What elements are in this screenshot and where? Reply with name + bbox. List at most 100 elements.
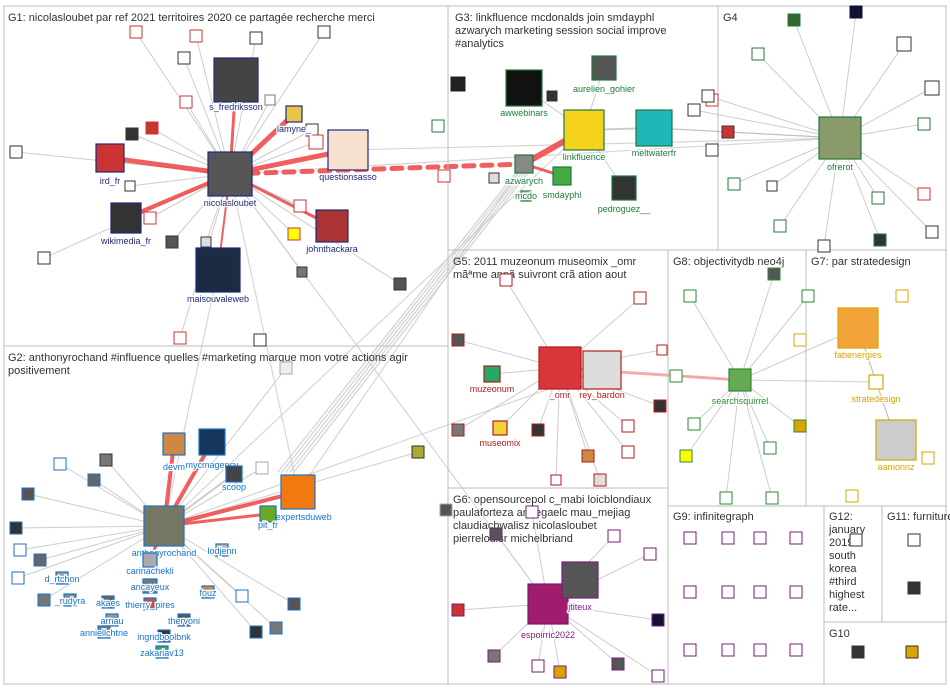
node-avatar[interactable] [582, 350, 622, 390]
node-avatar[interactable] [285, 105, 303, 123]
node-avatar[interactable] [327, 129, 369, 171]
node-lesexpertsduweb[interactable]: lesexpertsduweb [263, 474, 333, 523]
node-ofrerot[interactable]: ofrerot [818, 116, 862, 173]
node-avatar[interactable] [177, 613, 191, 627]
node-avatar[interactable] [215, 543, 229, 557]
minor-node[interactable] [753, 531, 767, 545]
node-avatar[interactable] [162, 432, 186, 456]
node-avatar[interactable] [225, 465, 243, 483]
node-scoop[interactable]: scoop [221, 465, 247, 493]
node-avatar[interactable] [63, 593, 77, 607]
node-avatar[interactable] [728, 368, 752, 392]
minor-node[interactable] [200, 236, 212, 248]
minor-node[interactable] [773, 219, 787, 233]
minor-node[interactable] [165, 235, 179, 249]
node-d-rtchon[interactable]: d_rtchon [43, 571, 81, 585]
minor-node[interactable] [279, 361, 293, 375]
node-wikimedia-fr[interactable]: wikimedia_fr [99, 202, 152, 247]
node-avatar[interactable] [520, 190, 532, 202]
minor-node[interactable] [53, 457, 67, 471]
minor-node[interactable] [766, 180, 778, 192]
node-avatar[interactable] [563, 109, 605, 151]
minor-node[interactable] [308, 134, 324, 150]
minor-node[interactable] [767, 267, 781, 281]
minor-node[interactable] [683, 289, 697, 303]
node-avatar[interactable] [868, 374, 884, 390]
node-avatar[interactable] [142, 552, 158, 568]
minor-node[interactable] [546, 90, 558, 102]
minor-node[interactable] [849, 5, 863, 19]
node-avatar[interactable] [483, 365, 501, 383]
node-pedroguez--[interactable]: pedroguez__ [596, 175, 653, 215]
node-devm[interactable]: devm [162, 432, 186, 473]
node-anniellchtne[interactable]: anniellchtne [79, 625, 129, 639]
node-ird-fr[interactable]: ird_fr [95, 143, 125, 187]
minor-node[interactable] [924, 80, 940, 96]
node-azwarych[interactable]: azwarych [504, 154, 544, 187]
minor-node[interactable] [651, 669, 665, 683]
minor-node[interactable] [753, 585, 767, 599]
minor-node[interactable] [651, 613, 665, 627]
node-avatar[interactable] [55, 571, 69, 585]
minor-node[interactable] [393, 277, 407, 291]
node-avatar[interactable] [198, 428, 226, 456]
node-s-fredriksson[interactable]: s_fredriksson [208, 57, 264, 113]
node-smdayphl[interactable]: smdayphl [541, 166, 583, 201]
minor-node[interactable] [793, 419, 807, 433]
node-avatar[interactable] [143, 505, 185, 547]
node-museomix[interactable]: museomix [478, 420, 522, 449]
node-rey-bardon[interactable]: rey_bardon [578, 350, 626, 401]
node-mycmagency[interactable]: mycmagency [184, 428, 240, 471]
node-avatar[interactable] [207, 151, 253, 197]
minor-node[interactable] [721, 531, 735, 545]
minor-node[interactable] [264, 94, 276, 106]
minor-node[interactable] [851, 645, 865, 659]
node-meltwaterfr[interactable]: meltwaterfr [630, 109, 678, 159]
minor-node[interactable] [873, 233, 887, 247]
node-avatar[interactable] [95, 143, 125, 173]
node-avatar[interactable] [561, 561, 599, 599]
node-muzeonum[interactable]: muzeonum [468, 365, 516, 395]
node-pit-fr[interactable]: pit_fr [257, 505, 279, 531]
node-thierry-pires[interactable]: thierry_pires [124, 597, 177, 611]
node-espoirric2022[interactable]: espoirric2022 [520, 583, 576, 641]
minor-node[interactable] [21, 487, 35, 501]
minor-node[interactable] [917, 117, 931, 131]
minor-node[interactable] [917, 187, 931, 201]
minor-node[interactable] [683, 643, 697, 657]
minor-node[interactable] [611, 657, 625, 671]
minor-node[interactable] [437, 169, 451, 183]
minor-node[interactable] [553, 665, 567, 679]
minor-node[interactable] [871, 191, 885, 205]
node-arnau[interactable]: arnau [99, 613, 125, 627]
minor-node[interactable] [653, 399, 667, 413]
minor-node[interactable] [683, 585, 697, 599]
node-maisouvaleweb[interactable]: maisouvaleweb [186, 247, 250, 305]
minor-node[interactable] [621, 445, 635, 459]
node-fouz[interactable]: fouz [198, 585, 218, 599]
minor-node[interactable] [763, 441, 777, 455]
minor-node[interactable] [287, 227, 301, 241]
minor-node[interactable] [721, 585, 735, 599]
node--omr[interactable]: _omr [538, 346, 582, 401]
minor-node[interactable] [253, 333, 267, 347]
minor-node[interactable] [124, 180, 136, 192]
minor-node[interactable] [789, 531, 803, 545]
minor-node[interactable] [765, 491, 779, 505]
minor-node[interactable] [145, 121, 159, 135]
node-avatar[interactable] [591, 55, 617, 81]
minor-node[interactable] [701, 89, 715, 103]
node-stratedesign[interactable]: stratedesign [850, 374, 902, 405]
minor-node[interactable] [719, 491, 733, 505]
node-avatar[interactable] [611, 175, 637, 201]
minor-node[interactable] [687, 103, 701, 117]
minor-node[interactable] [296, 266, 308, 278]
minor-node[interactable] [11, 571, 25, 585]
node-avatar[interactable] [259, 505, 277, 523]
minor-node[interactable] [896, 36, 912, 52]
minor-node[interactable] [487, 649, 501, 663]
minor-node[interactable] [550, 474, 562, 486]
minor-node[interactable] [125, 127, 139, 141]
minor-node[interactable] [87, 473, 101, 487]
node-carinachekli[interactable]: carinachekli [125, 552, 175, 577]
